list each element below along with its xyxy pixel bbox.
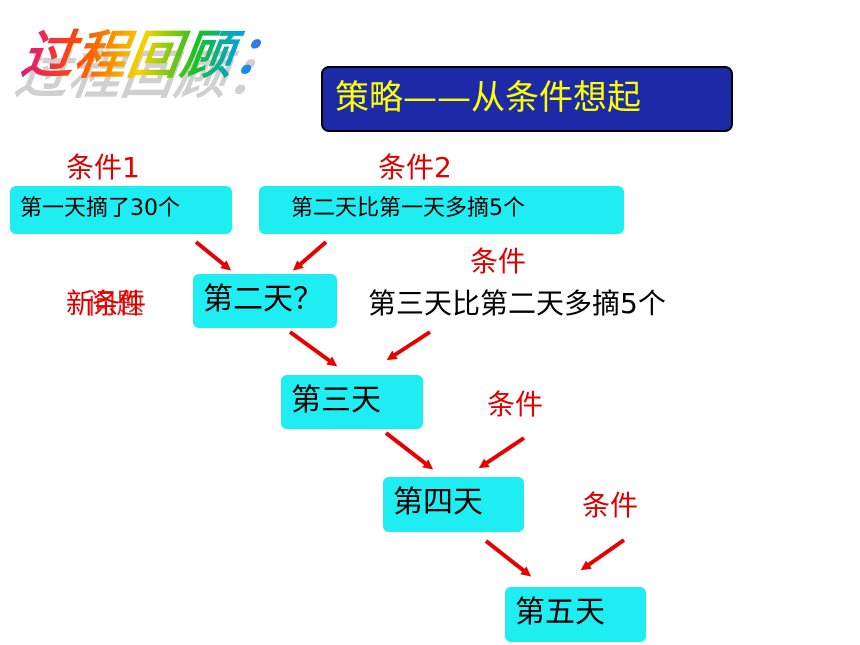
arrow-day2-to-day3 bbox=[288, 330, 338, 367]
condition2-label: 条件2 bbox=[378, 151, 452, 184]
arrow-cond3-to-day3 bbox=[386, 330, 432, 361]
arrow-cond2-to-day2 bbox=[292, 240, 328, 271]
condition2-box: 第二天比第一天多摘5个 bbox=[259, 186, 624, 234]
day4-box: 第四天 bbox=[383, 477, 524, 532]
day5-box: 第五天 bbox=[505, 587, 646, 642]
condition2-text: 第二天比第一天多摘5个 bbox=[291, 196, 525, 221]
condition1-box: 第一天摘了30个 bbox=[10, 186, 232, 234]
arrow-cond1-to-day2 bbox=[194, 240, 232, 271]
day4-text: 第四天 bbox=[393, 485, 483, 520]
day3-text: 第三天 bbox=[291, 383, 381, 418]
day2-box: 第二天？ bbox=[193, 274, 337, 328]
condition4-label: 条件 bbox=[487, 388, 544, 421]
condition5-label: 条件 bbox=[582, 489, 639, 522]
day3-box: 第三天 bbox=[281, 375, 423, 429]
condition3-statement: 第三天比第二天多摘5个 bbox=[368, 287, 666, 320]
strategy-text: 策略——从条件想起 bbox=[335, 78, 641, 118]
condition3-label: 条件 bbox=[470, 245, 527, 278]
condition1-text: 第一天摘了30个 bbox=[20, 196, 180, 221]
question-label: 问题 bbox=[88, 287, 145, 320]
new-condition-label: 新条件 bbox=[66, 287, 146, 320]
arrow-cond5-to-day5 bbox=[580, 538, 626, 571]
arrow-day3-to-day4 bbox=[384, 431, 434, 470]
condition1-label: 条件1 bbox=[66, 151, 140, 184]
arrow-day4-to-day5 bbox=[484, 539, 532, 577]
arrow-cond4-to-day4 bbox=[478, 436, 526, 469]
day2-text: 第二天？ bbox=[203, 282, 323, 317]
day5-text: 第五天 bbox=[515, 595, 605, 630]
strategy-box: 策略——从条件想起 bbox=[321, 66, 733, 132]
